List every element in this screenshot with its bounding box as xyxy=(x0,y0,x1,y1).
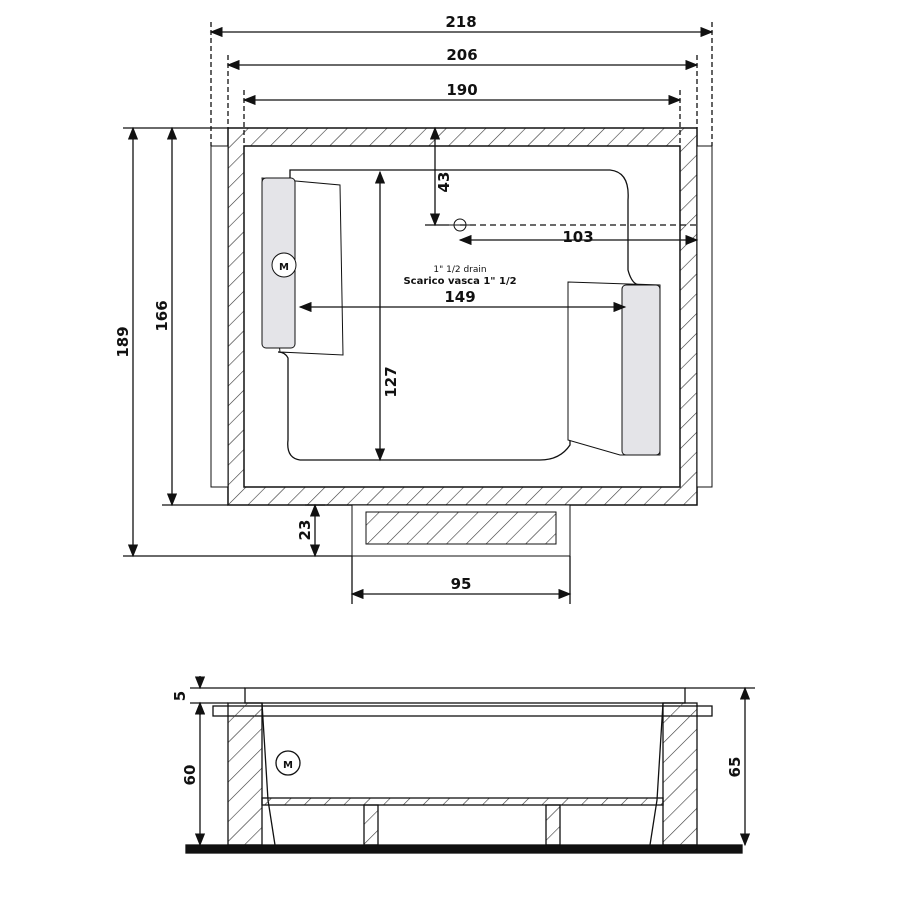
wall-left xyxy=(227,702,263,846)
dim-190: 190 xyxy=(446,81,477,99)
floor xyxy=(185,844,743,854)
motor-label-side: M xyxy=(283,760,293,771)
dim-166: 166 xyxy=(153,300,171,331)
motor-icon xyxy=(275,750,301,776)
dim-189: 189 xyxy=(114,326,132,357)
tub-body xyxy=(261,702,664,846)
motor-icon xyxy=(271,252,297,278)
drain-label-it: Scarico vasca 1" 1/2 xyxy=(403,276,516,287)
wall-right xyxy=(662,702,698,846)
dim-103: 103 xyxy=(562,228,593,246)
dim-149: 149 xyxy=(444,288,475,306)
top-view xyxy=(210,127,713,557)
side-view xyxy=(185,676,755,854)
side-panel-right xyxy=(696,145,713,488)
headrest-right xyxy=(621,284,661,456)
support-frame xyxy=(261,797,664,806)
dim-23: 23 xyxy=(296,520,314,541)
drain-label-en: 1" 1/2 drain xyxy=(433,265,486,275)
support-leg xyxy=(545,804,561,846)
dimension-lines xyxy=(123,22,714,604)
motor-label: M xyxy=(279,262,289,273)
rim xyxy=(244,687,686,704)
dim-206: 206 xyxy=(446,46,477,64)
dim-5: 5 xyxy=(171,691,189,701)
tub-basin xyxy=(277,169,641,461)
flange xyxy=(212,705,713,717)
support-leg xyxy=(363,804,379,846)
dim-60: 60 xyxy=(181,765,199,786)
side-panel-left xyxy=(210,145,229,488)
dim-95: 95 xyxy=(451,575,472,593)
dim-218: 218 xyxy=(445,13,476,31)
step-tread xyxy=(365,511,557,545)
dim-127: 127 xyxy=(382,366,400,397)
dim-65: 65 xyxy=(726,757,744,778)
dim-43: 43 xyxy=(435,172,453,193)
